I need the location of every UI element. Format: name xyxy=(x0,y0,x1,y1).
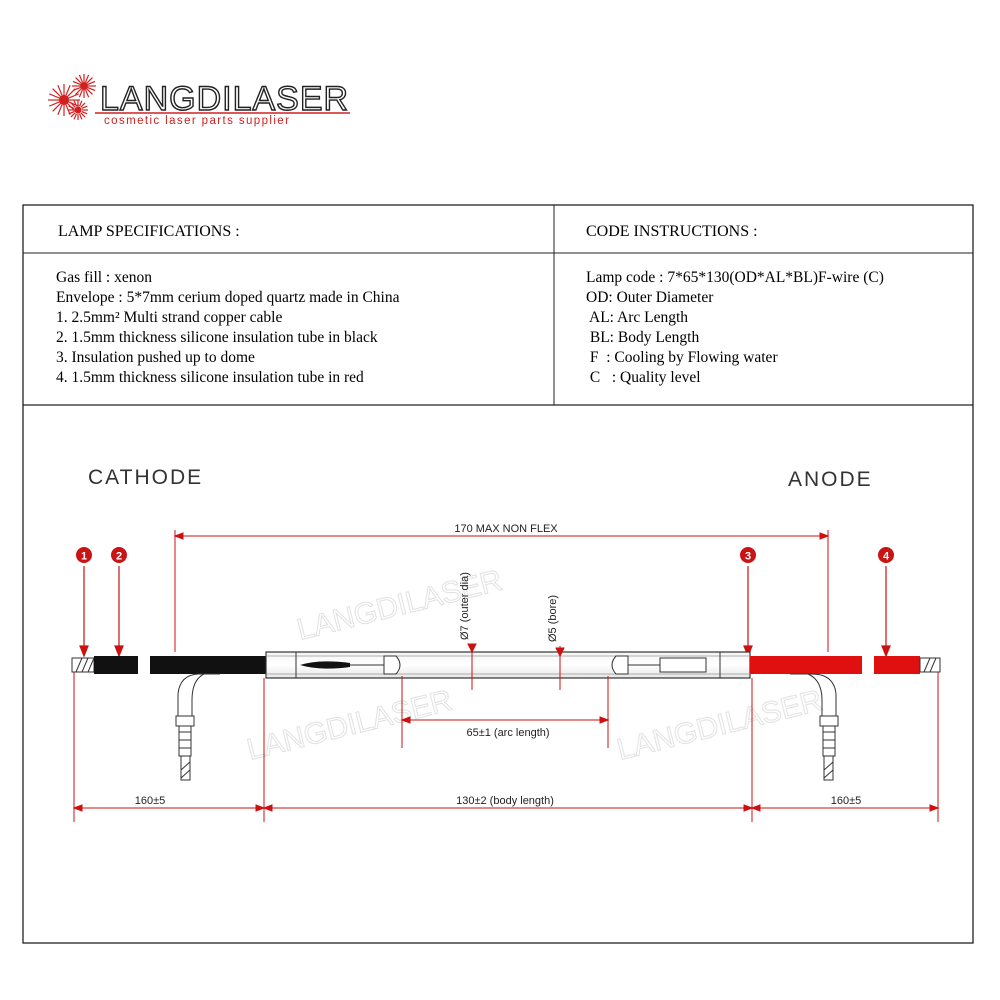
specs-heading: LAMP SPECIFICATIONS : xyxy=(58,223,240,240)
anode-red-cable xyxy=(874,656,920,674)
spec-line: 4. 1.5mm thickness silicone insulation t… xyxy=(56,369,364,386)
sunburst-ray xyxy=(87,80,96,86)
dim-arc-length: 65±1 (arc length) xyxy=(466,727,549,739)
sunburst-ray xyxy=(78,100,83,107)
marker-3: 3 xyxy=(740,547,756,563)
brand-logo: LANGDILASER cosmetic laser parts supplie… xyxy=(48,74,350,127)
anode-bare-wire xyxy=(919,657,941,673)
marker-2: 2 xyxy=(111,547,127,563)
sunburst-ray xyxy=(80,112,86,118)
sunburst-ray xyxy=(70,102,76,108)
cathode-electrode xyxy=(300,655,401,675)
sunburst-ray xyxy=(86,88,93,95)
code-line: C : Quality level xyxy=(586,369,701,386)
sunburst-ray xyxy=(70,112,76,118)
sunburst-ray xyxy=(86,77,93,84)
dim-bore: Ø5 (bore) xyxy=(547,595,559,642)
cathode-black-cable xyxy=(94,656,138,674)
sunburst-ray xyxy=(72,80,81,86)
sunburst-ray xyxy=(48,100,61,107)
marker-leaders xyxy=(79,566,891,658)
anode-red-cable xyxy=(750,656,862,674)
sunburst-ray xyxy=(48,93,61,100)
marker-1-label: 1 xyxy=(81,551,87,563)
marker-4-label: 4 xyxy=(883,551,890,563)
sunburst-ray xyxy=(57,103,64,116)
marker-1: 1 xyxy=(76,547,92,563)
lamp-diagram: CATHODE ANODE LANGDILASER LANGDILASER LA… xyxy=(71,466,941,822)
sunburst-ray xyxy=(75,77,82,84)
sunburst-ray xyxy=(67,93,80,100)
sunburst-ray xyxy=(78,89,84,98)
sunburst-ray xyxy=(64,84,71,97)
dim-left-lead: 160±5 xyxy=(135,795,166,807)
marker-3-label: 3 xyxy=(745,551,751,563)
sunburst-ray xyxy=(73,113,78,120)
code-line: OD: Outer Diameter xyxy=(586,289,714,306)
spec-line: 1. 2.5mm² Multi strand copper cable xyxy=(56,309,282,326)
sunburst-ray xyxy=(68,110,75,115)
code-line: Lamp code : 7*65*130(OD*AL*BL)F-wire (C) xyxy=(586,269,884,286)
sunburst-ray xyxy=(72,86,81,92)
spec-line: Gas fill : xenon xyxy=(56,269,152,286)
code-line: AL: Arc Length xyxy=(586,309,688,326)
spec-line: Envelope : 5*7mm cerium doped quartz mad… xyxy=(56,289,400,306)
cathode-bare-wire xyxy=(71,657,95,673)
codes-heading: CODE INSTRUCTIONS : xyxy=(586,223,758,240)
sunburst-ray xyxy=(78,74,84,83)
dim-outer-dia: Ø7 (outer dia) xyxy=(459,572,471,640)
sunburst-ray xyxy=(81,105,88,110)
sunburst-ray xyxy=(52,88,62,98)
anode-electrode xyxy=(611,655,707,675)
anode-elbow xyxy=(790,673,839,781)
svg-text:LANGDILASER: LANGDILASER xyxy=(614,684,826,767)
dimension-lines xyxy=(72,530,940,822)
cathode-black-cable xyxy=(150,656,266,674)
dim-body-length: 130±2 (body length) xyxy=(456,795,554,807)
sunburst-ray xyxy=(80,102,86,108)
anode-label: ANODE xyxy=(788,468,873,491)
spec-line: 2. 1.5mm thickness silicone insulation t… xyxy=(56,329,378,346)
dim-right-lead: 160±5 xyxy=(831,795,862,807)
code-line: F : Cooling by Flowing water xyxy=(586,349,778,366)
sunburst-ray xyxy=(87,86,96,92)
sunburst-ray xyxy=(81,110,88,115)
spec-line: 3. Insulation pushed up to dome xyxy=(56,349,255,366)
sunburst-ray xyxy=(75,88,82,95)
sunburst-ray xyxy=(84,74,90,83)
sunburst-ray xyxy=(52,102,62,112)
cathode-elbow xyxy=(175,673,220,781)
brand-name: LANGDILASER xyxy=(100,80,349,118)
cathode-label: CATHODE xyxy=(88,466,203,489)
marker-2-label: 2 xyxy=(116,551,122,563)
sunburst-ray xyxy=(67,100,80,107)
sunburst-icon xyxy=(48,74,96,120)
brand-tagline: cosmetic laser parts supplier xyxy=(104,115,290,127)
dim-max-non-flex: 170 MAX NON FLEX xyxy=(454,523,558,535)
sunburst-ray xyxy=(78,113,83,120)
svg-text:LANGDILASER: LANGDILASER xyxy=(294,564,506,647)
sunburst-ray xyxy=(57,84,64,97)
sunburst-ray xyxy=(73,100,78,107)
sunburst-ray xyxy=(68,105,75,110)
sunburst-ray xyxy=(84,89,90,98)
marker-4: 4 xyxy=(878,547,894,563)
svg-text:LANGDILASER: LANGDILASER xyxy=(244,684,456,767)
spec-table: LAMP SPECIFICATIONS : CODE INSTRUCTIONS … xyxy=(22,204,974,944)
code-line: BL: Body Length xyxy=(586,329,699,346)
